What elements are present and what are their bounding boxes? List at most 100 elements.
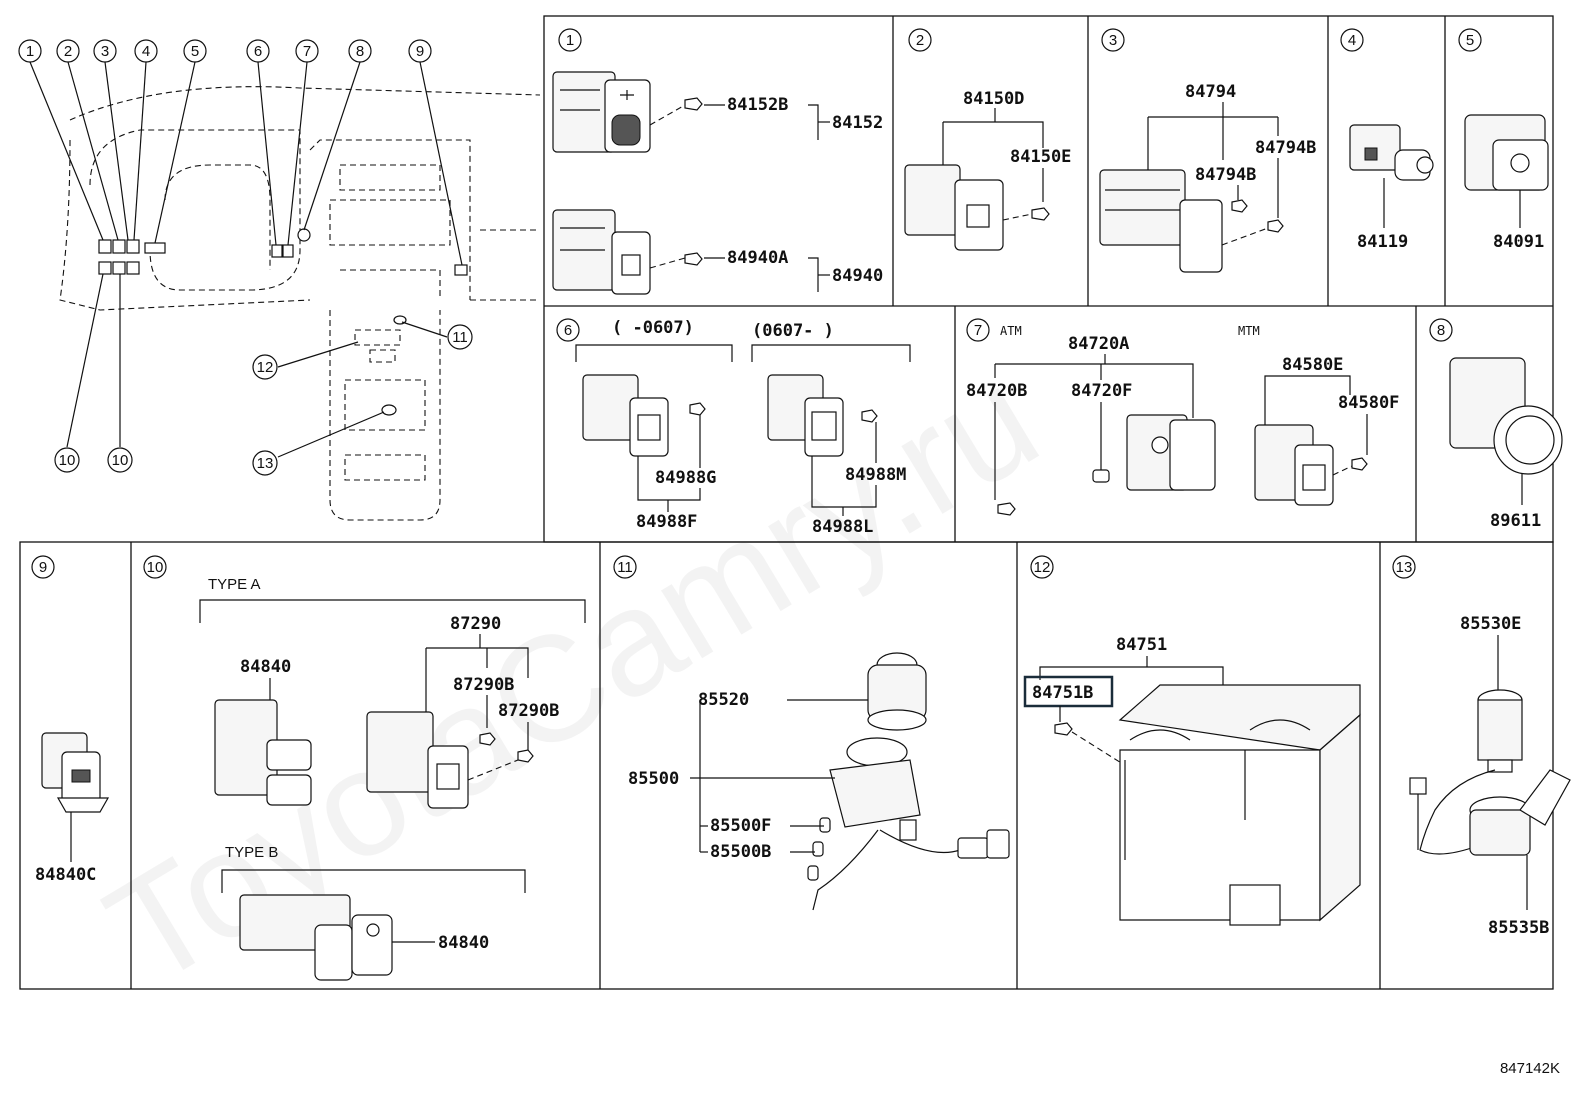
svg-text:9: 9 (39, 559, 47, 576)
callout-9: 9 (408, 39, 432, 63)
panel-1-number: 1 (566, 32, 574, 49)
panel-1: 1 84152B 84152 84940A 84940 (552, 28, 883, 295)
part-85500B: 85500B (710, 842, 771, 862)
part-84840-b: 84840 (438, 933, 489, 953)
panel-10: 10 TYPE A 84840 87290 87290B 87290B TYPE… (143, 555, 586, 981)
panel-2: 2 84150D 84150E (904, 28, 1071, 251)
overview-dashboard (29, 61, 541, 521)
panel-9: 9 84840C (31, 555, 110, 885)
part-84152B: 84152B (727, 95, 788, 115)
panel-5: 5 84091 (1458, 28, 1549, 252)
part-84150E: 84150E (1010, 147, 1071, 167)
panel-11: 11 85520 85500 85500F 85500B (613, 555, 1010, 911)
callout-10-left: 10 (54, 447, 80, 473)
svg-text:8: 8 (356, 43, 364, 60)
part-84720A: 84720A (1068, 334, 1129, 354)
part-84580E: 84580E (1282, 355, 1343, 375)
highlight-box-84751B (1023, 675, 1114, 708)
part-84794B-2: 84794B (1195, 165, 1256, 185)
part-85535B: 85535B (1488, 918, 1549, 938)
part-87290B-2: 87290B (498, 701, 559, 721)
part-87290B-1: 87290B (453, 675, 514, 695)
part-84840-a: 84840 (240, 657, 291, 677)
part-84152: 84152 (832, 113, 883, 133)
callout-13: 13 (252, 450, 278, 476)
svg-text:3: 3 (1109, 32, 1117, 49)
panel-6: 6 ( -0607) (0607- ) 84988G 84988F 84988M… (556, 318, 911, 537)
label-mtm: MTM (1238, 324, 1260, 338)
part-84720F: 84720F (1071, 381, 1132, 401)
svg-text:6: 6 (564, 322, 572, 339)
part-84840C: 84840C (35, 865, 96, 885)
svg-text:5: 5 (191, 43, 199, 60)
part-84988G: 84988G (655, 468, 716, 488)
panel-8: 8 89611 (1429, 318, 1563, 531)
part-84580F: 84580F (1338, 393, 1399, 413)
svg-text:12: 12 (257, 359, 274, 376)
part-85530E: 85530E (1460, 614, 1521, 634)
svg-text:6: 6 (254, 43, 262, 60)
callout-1: 1 (18, 39, 42, 63)
callout-8: 8 (348, 39, 372, 63)
svg-text:2: 2 (916, 32, 924, 49)
part-85500F: 85500F (710, 816, 771, 836)
callout-2: 2 (56, 39, 80, 63)
svg-text:7: 7 (303, 43, 311, 60)
svg-text:3: 3 (101, 43, 109, 60)
callout-10-right: 10 (107, 447, 133, 473)
diagram-code: 847142K (1500, 1060, 1560, 1077)
callout-11: 11 (447, 324, 473, 350)
svg-text:7: 7 (974, 322, 982, 339)
svg-text:13: 13 (257, 455, 274, 472)
svg-text:1: 1 (26, 43, 34, 60)
part-87290: 87290 (450, 614, 501, 634)
overview-callouts: 1 2 3 4 5 6 7 8 9 10 10 11 12 13 (18, 39, 473, 476)
part-84940: 84940 (832, 266, 883, 286)
part-84794B-1: 84794B (1255, 138, 1316, 158)
panel-frames (19, 15, 1554, 990)
svg-text:10: 10 (59, 452, 76, 469)
svg-text:4: 4 (1348, 32, 1356, 49)
panel-4: 4 84119 (1340, 28, 1434, 252)
svg-text:8: 8 (1437, 322, 1445, 339)
part-89611: 89611 (1490, 511, 1541, 531)
panel-12: 12 84751 84751B (1023, 555, 1361, 926)
date-range-after: (0607- ) (752, 321, 834, 341)
svg-text:5: 5 (1466, 32, 1474, 49)
label-atm: ATM (1000, 324, 1022, 338)
callout-12: 12 (252, 354, 278, 380)
svg-text:12: 12 (1034, 559, 1051, 576)
part-84751: 84751 (1116, 635, 1167, 655)
part-84751B: 84751B (1032, 683, 1093, 703)
svg-text:11: 11 (617, 559, 633, 576)
part-84091: 84091 (1493, 232, 1544, 252)
panel-13: 13 85530E 85535B (1392, 555, 1571, 938)
part-85520: 85520 (698, 690, 749, 710)
panel-3: 3 84794 84794B 84794B (1099, 28, 1316, 273)
callout-5: 5 (183, 39, 207, 63)
svg-text:2: 2 (64, 43, 72, 60)
panel-7: 7 ATM MTM 84720A 84720B 84720F 84580E 84… (966, 318, 1399, 516)
part-85500: 85500 (628, 769, 679, 789)
part-84988L: 84988L (812, 517, 873, 537)
label-type-b: TYPE B (225, 844, 278, 861)
date-range-before: ( -0607) (612, 318, 694, 338)
part-84720B: 84720B (966, 381, 1027, 401)
part-84150D: 84150D (963, 89, 1024, 109)
svg-text:10: 10 (147, 559, 164, 576)
part-84794: 84794 (1185, 82, 1236, 102)
callout-6: 6 (246, 39, 270, 63)
callout-7: 7 (295, 39, 319, 63)
svg-text:11: 11 (452, 329, 468, 346)
part-84119: 84119 (1357, 232, 1408, 252)
svg-text:13: 13 (1396, 559, 1413, 576)
svg-text:4: 4 (142, 43, 150, 60)
part-84988M: 84988M (845, 465, 906, 485)
svg-text:10: 10 (112, 452, 129, 469)
callout-4: 4 (134, 39, 158, 63)
part-84940A: 84940A (727, 248, 788, 268)
label-type-a: TYPE A (208, 576, 261, 593)
svg-text:9: 9 (416, 43, 424, 60)
callout-3: 3 (93, 39, 117, 63)
